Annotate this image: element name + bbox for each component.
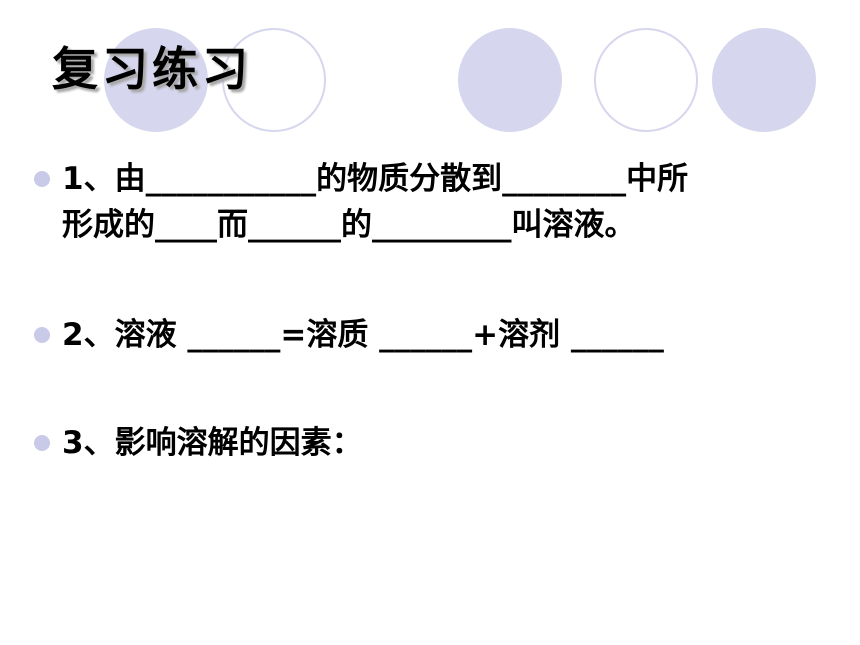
bullet-dot-icon <box>34 435 50 451</box>
bullet-item-1: 1、由___________的物质分散到________中所 形成的____而_… <box>34 156 834 248</box>
bullet-item-3: 3、影响溶解的因素： <box>34 420 834 466</box>
decorative-circle-outline <box>594 28 698 132</box>
bullet-dot-icon <box>34 327 50 343</box>
item-2-text: 2、溶液 ______=溶质 ______+溶剂 ______ <box>62 317 664 353</box>
item-1-line-1: 1、由___________的物质分散到________中所 <box>62 161 689 197</box>
slide-title: 复习练习 <box>52 42 252 96</box>
bullet-item-2: 2、溶液 ______=溶质 ______+溶剂 ______ <box>34 312 834 358</box>
decorative-circle-filled <box>458 28 562 132</box>
bullet-dot-icon <box>34 171 50 187</box>
item-1-line-2: 形成的____而______的_________叫溶液。 <box>62 207 636 243</box>
decorative-circle-filled <box>104 28 208 132</box>
item-3-text: 3、影响溶解的因素： <box>62 425 363 461</box>
decorative-circle-outline <box>222 28 326 132</box>
decorative-circle-filled <box>712 28 816 132</box>
